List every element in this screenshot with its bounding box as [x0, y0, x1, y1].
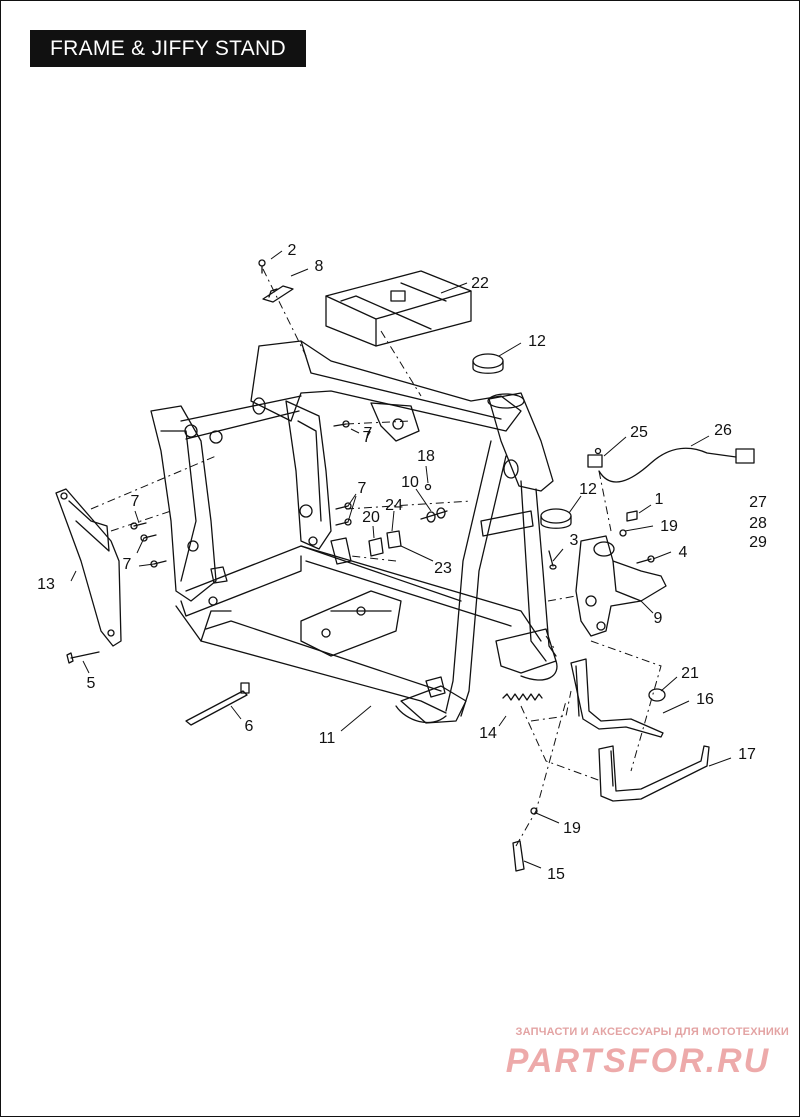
callout-1: 1 — [655, 491, 664, 508]
callout-20: 20 — [362, 509, 380, 526]
callout-14: 14 — [479, 725, 497, 742]
callout-17: 17 — [738, 746, 756, 763]
stop-21 — [648, 688, 666, 702]
bracket-13 — [55, 488, 122, 647]
callout-13: 13 — [37, 576, 55, 593]
callout-22: 22 — [471, 275, 489, 292]
callout-26: 26 — [714, 422, 732, 439]
callout-10: 10 — [401, 474, 419, 491]
screw-7-c — [335, 518, 352, 526]
callout-12: 12 — [528, 333, 546, 350]
callout-7: 7 — [131, 493, 140, 510]
sensor-25 — [587, 447, 603, 468]
screw-7-e — [140, 534, 157, 542]
page-title: FRAME & JIFFY STAND — [30, 30, 306, 67]
callout-27: 27 — [749, 494, 767, 511]
callout-2: 2 — [288, 242, 297, 259]
bolt-5 — [66, 651, 100, 664]
callout-9: 9 — [654, 610, 663, 627]
clip-20 — [368, 537, 384, 557]
callout-19: 19 — [660, 518, 678, 535]
watermark-caption: ЗАПЧАСТИ И АКСЕССУАРЫ ДЛЯ МОТОТЕХНИКИ — [515, 1026, 789, 1038]
svg-text:PARTSFOR.RU: PARTSFOR.RU — [506, 1042, 770, 1079]
callout-4: 4 — [679, 544, 688, 561]
jiffy-stand-17 — [598, 745, 710, 802]
callout-12: 12 — [579, 481, 597, 498]
callout-23: 23 — [434, 560, 452, 577]
bearing-cup-bottom — [540, 508, 572, 529]
callout-29: 29 — [749, 534, 767, 551]
callout-24: 24 — [385, 497, 403, 514]
jiffy-stand-16 — [570, 658, 664, 738]
callout-7: 7 — [364, 425, 373, 442]
callout-3: 3 — [570, 532, 579, 549]
bolt-4 — [636, 555, 655, 564]
nut-18 — [424, 483, 432, 491]
callout-16: 16 — [696, 691, 714, 708]
watermark-logo: PARTSFOR.RU — [506, 1042, 770, 1079]
callout-25: 25 — [630, 424, 648, 441]
screw-2 — [258, 259, 266, 274]
jiffy-bracket-9 — [575, 535, 667, 637]
clip-24 — [386, 530, 402, 549]
callout-15: 15 — [547, 866, 565, 883]
callout-8: 8 — [315, 258, 324, 275]
callout-21: 21 — [681, 665, 699, 682]
callout-5: 5 — [87, 675, 96, 692]
callout-19: 19 — [563, 820, 581, 837]
callout-6: 6 — [245, 718, 254, 735]
bolt-3 — [548, 550, 557, 570]
battery-tray-part — [325, 270, 472, 347]
callout-18: 18 — [417, 448, 435, 465]
screw-7-b — [335, 502, 352, 510]
nut-1 — [626, 510, 638, 522]
ball-19-top — [619, 529, 627, 537]
callout-7: 7 — [123, 556, 132, 573]
callout-7: 7 — [363, 429, 372, 446]
clip-8 — [262, 285, 294, 303]
bearing-cup-top — [472, 353, 504, 374]
grommet-10 — [420, 507, 448, 523]
main-frame — [150, 340, 558, 724]
callout-7: 7 — [358, 480, 367, 497]
callout-28: 28 — [749, 515, 767, 532]
spring-14 — [502, 693, 543, 701]
cable-tie-6 — [185, 682, 250, 726]
cable-26 — [598, 447, 755, 483]
pin-15 — [512, 840, 525, 872]
callout-numbers: 1234567777789101112121314151617181919202… — [37, 242, 767, 883]
callout-11: 11 — [319, 730, 336, 747]
